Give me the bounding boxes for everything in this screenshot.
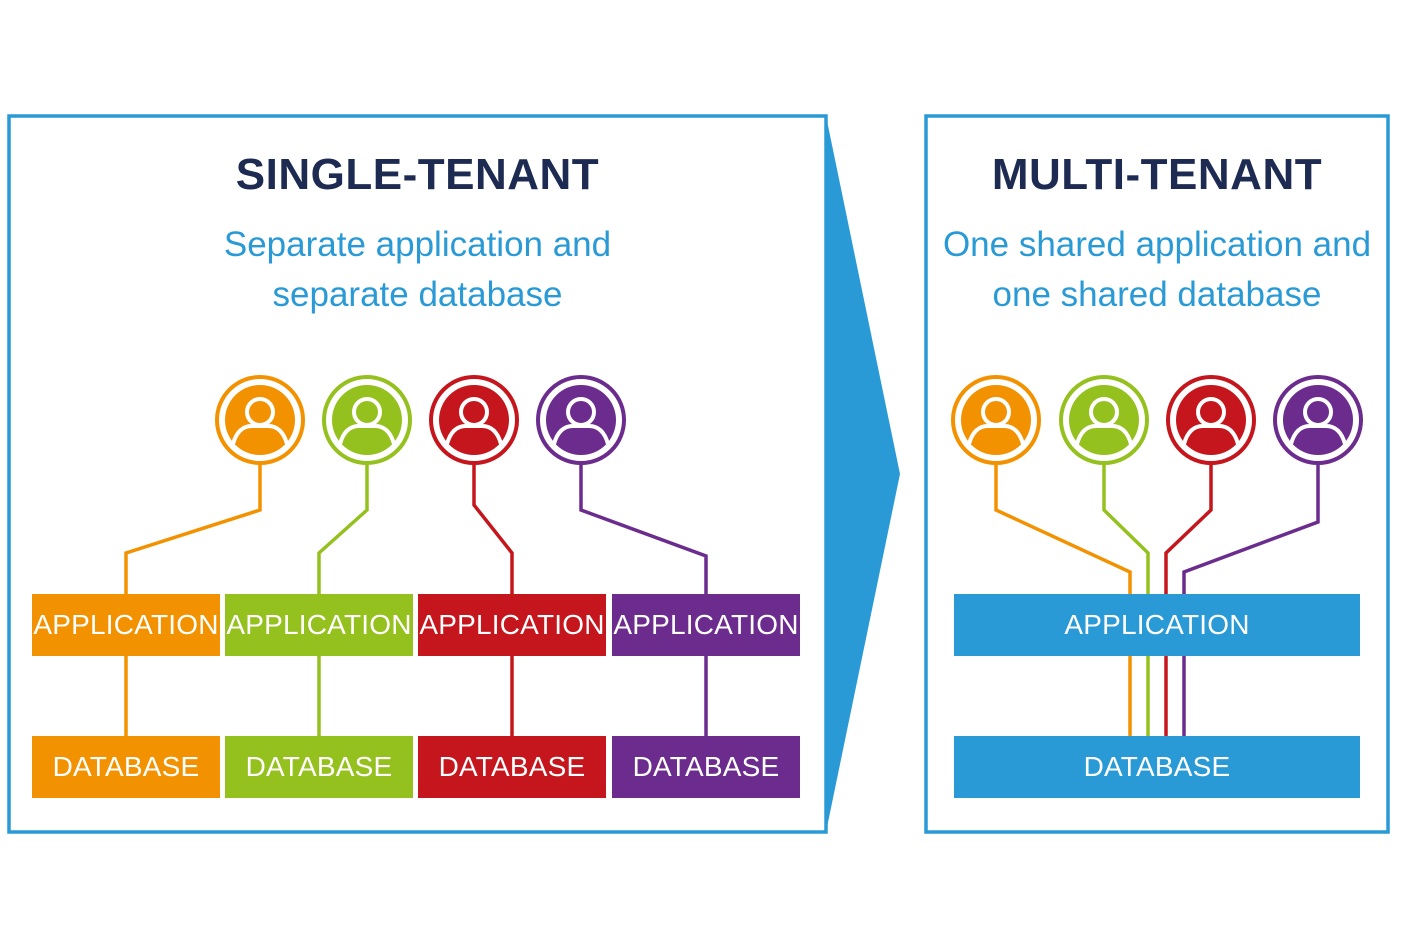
single-tenant-avatar-3-disc (439, 385, 509, 455)
multi-tenant-avatar-2-disc (1069, 385, 1139, 455)
single-tenant-avatar-1-disc (225, 385, 295, 455)
application-box-tenant-4: APPLICATION (612, 594, 800, 656)
user-icon (967, 397, 1025, 446)
database-box-tenant-3: DATABASE (418, 736, 606, 798)
single-tenant-avatar-2 (322, 375, 412, 465)
database-box-tenant-2: DATABASE (225, 736, 413, 798)
single-tenant-frame-arrow (826, 116, 900, 832)
shared-database-box: DATABASE (954, 736, 1360, 798)
tenant-4-app-connector (579, 463, 708, 594)
multi-tenant-avatar-4 (1273, 375, 1363, 465)
single-tenant-avatar-1 (215, 375, 305, 465)
user-icon (1075, 397, 1133, 446)
multi-tenant-avatar-4-disc (1283, 385, 1353, 455)
single-tenant-subtitle: Separate application and separate databa… (9, 220, 826, 320)
multi-tenant-avatar-3 (1166, 375, 1256, 465)
tenant-1-app-connector (124, 463, 262, 594)
single-tenant-avatar-4 (536, 375, 626, 465)
application-box-tenant-1: APPLICATION (32, 594, 220, 656)
multi-tenant-title: MULTI-TENANT (991, 150, 1323, 199)
single-tenant-avatar-2-disc (332, 385, 402, 455)
multi-tenant-frame (924, 114, 1390, 834)
database-box-tenant-4: DATABASE (612, 736, 800, 798)
single-tenant-frame (7, 114, 828, 834)
multi-tenant-avatar-2 (1059, 375, 1149, 465)
application-box-tenant-3: APPLICATION (418, 594, 606, 656)
tenant-2-app-connector (317, 463, 369, 594)
single-tenant-subtitle-line2: separate database (272, 275, 563, 314)
single-tenant-header: SINGLE-TENANT Separate application and s… (9, 0, 826, 330)
multi-tenant-subtitle-line2: one shared database (992, 275, 1322, 314)
user-icon (231, 397, 289, 446)
multi-tenant-avatar-1-disc (961, 385, 1031, 455)
user-icon (1289, 397, 1347, 446)
single-tenant-avatar-4-disc (546, 385, 616, 455)
single-tenant-subtitle-line1: Separate application and (223, 225, 612, 264)
multi-tenant-avatar-1 (951, 375, 1041, 465)
application-box-tenant-2: APPLICATION (225, 594, 413, 656)
multi-tenant-subtitle: One shared application and one shared da… (926, 220, 1388, 320)
tenant-3-app-connector (472, 463, 514, 594)
database-box-tenant-1: DATABASE (32, 736, 220, 798)
user-icon (552, 397, 610, 446)
multi-tenant-avatar-3-disc (1176, 385, 1246, 455)
single-tenant-title: SINGLE-TENANT (235, 150, 600, 199)
shared-application-box: APPLICATION (954, 594, 1360, 656)
multi-tenant-header: MULTI-TENANT One shared application and … (926, 0, 1388, 330)
user-icon (445, 397, 503, 446)
multi-tenant-subtitle-line1: One shared application and (942, 225, 1372, 264)
user-icon (1182, 397, 1240, 446)
user-icon (338, 397, 396, 446)
single-tenant-avatar-3 (429, 375, 519, 465)
